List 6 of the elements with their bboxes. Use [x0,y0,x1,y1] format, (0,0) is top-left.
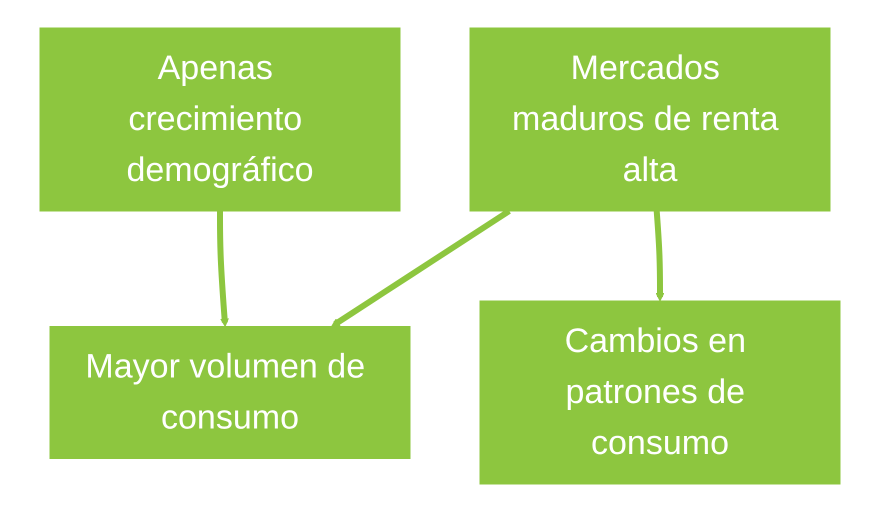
arrow [653,210,664,302]
node-box: Cambios en patrones de consumo [479,300,840,484]
node-box: Apenas crecimiento demográfico [39,28,400,212]
arrow [216,211,228,327]
node-box: Mercados maduros de renta alta [469,28,830,212]
node-box: Mayor volumen de consumo [49,326,410,459]
